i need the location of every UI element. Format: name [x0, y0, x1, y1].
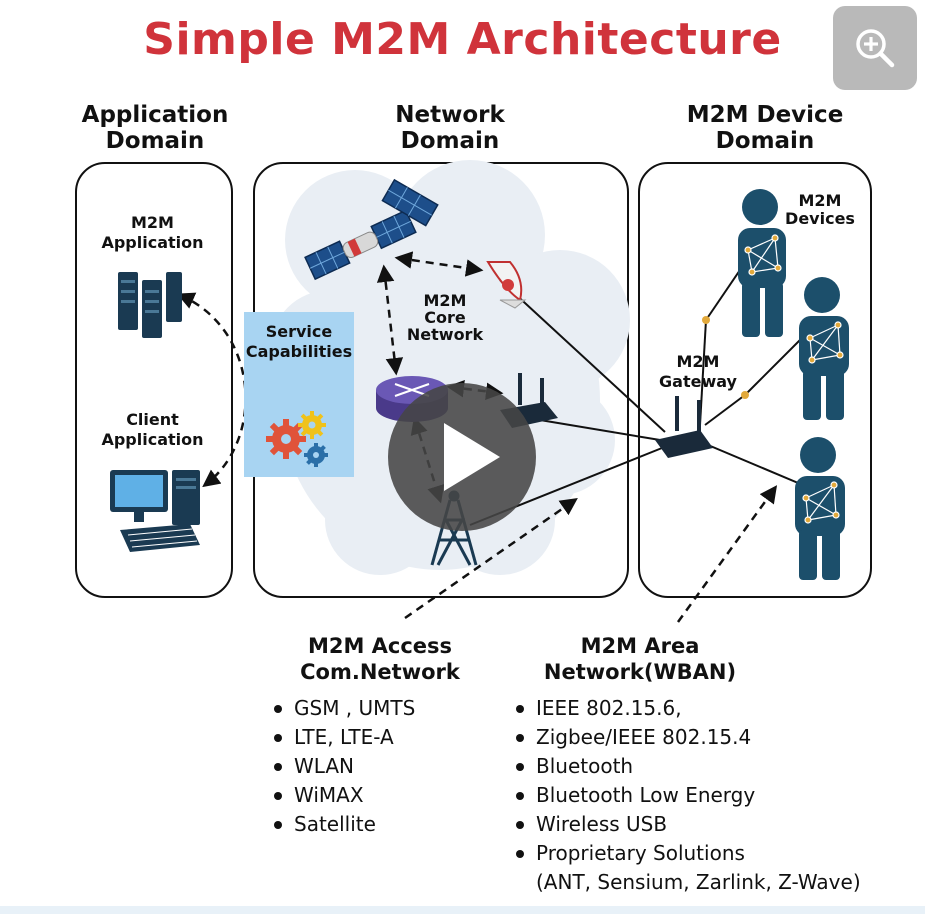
diagram-title: Simple M2M Architecture — [143, 14, 782, 65]
bottom-strip — [0, 906, 925, 914]
device-figure-3 — [795, 437, 845, 580]
body-sensor-networks — [744, 234, 844, 524]
area-network-list: IEEE 802.15.6, Zigbee/IEEE 802.15.4 Blue… — [514, 694, 914, 897]
list-item: Bluetooth Low Energy — [514, 781, 914, 810]
computer-icon — [110, 470, 200, 552]
list-item-text: Proprietary Solutions — [536, 841, 745, 865]
access-network-list: GSM , UMTS LTE, LTE-A WLAN WiMAX Satelli… — [272, 694, 492, 839]
list-item: IEEE 802.15.6, — [514, 694, 914, 723]
satellite-dish-icon — [486, 261, 527, 309]
server-icon — [118, 272, 182, 338]
list-item: Bluetooth — [514, 752, 914, 781]
list-item: WiMAX — [272, 781, 492, 810]
list-item: LTE, LTE-A — [272, 723, 492, 752]
play-icon — [444, 423, 500, 491]
list-item: WLAN — [272, 752, 492, 781]
gears-icon — [266, 411, 328, 467]
list-item: Proprietary Solutions (ANT, Sensium, Zar… — [514, 839, 914, 897]
zoom-in-icon — [856, 29, 895, 68]
list-item: Wireless USB — [514, 810, 914, 839]
list-item-subtext: (ANT, Sensium, Zarlink, Z-Wave) — [536, 870, 861, 894]
link-nodes — [702, 316, 749, 399]
satellite-icon — [304, 178, 439, 281]
play-button[interactable] — [388, 383, 536, 531]
list-item: Zigbee/IEEE 802.15.4 — [514, 723, 914, 752]
device-figure-1 — [738, 189, 786, 337]
zoom-button[interactable] — [833, 6, 917, 90]
list-item: GSM , UMTS — [272, 694, 492, 723]
list-item: Satellite — [272, 810, 492, 839]
gateway-icon — [655, 396, 713, 458]
device-figure-2 — [799, 277, 849, 420]
